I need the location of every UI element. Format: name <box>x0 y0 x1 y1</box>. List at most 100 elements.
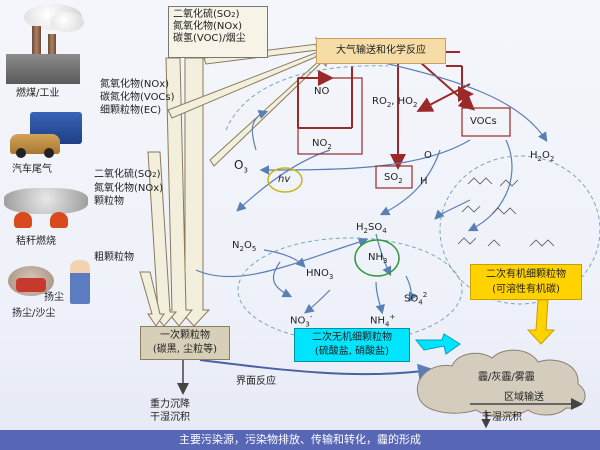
source-label-industry: 燃煤/工业 <box>16 88 60 99</box>
gravity-deposition-label: 重力沉降 干湿沉积 <box>150 398 190 424</box>
gravity-line: 重力沉降 <box>150 399 190 410</box>
fire-icon <box>14 212 32 228</box>
secondary-organic-box: 二次有机细颗粒物 (可溶性有机碳) <box>470 264 582 300</box>
species-text: HNO <box>306 268 329 279</box>
source-label-straw: 秸秆燃烧 <box>16 236 56 247</box>
regional-transport-label: 区域输送 <box>504 392 544 403</box>
inorganic-title: 二次无机细颗粒物 <box>312 332 392 343</box>
species-text: , HO <box>391 96 414 107</box>
species-text: RO <box>372 96 387 107</box>
fire-icon <box>50 212 68 228</box>
industry-emission-box: 二氧化硫(SO2) 氮氧化物(NOx) 碳氢(VOC)/烟尘 <box>168 6 268 58</box>
species-vocs: VOCs <box>470 116 497 127</box>
primary-title: 一次颗粒物 <box>160 330 210 341</box>
person-icon <box>70 260 90 304</box>
species-nh4: NH4+ <box>370 313 396 329</box>
species-text: N <box>232 240 240 251</box>
primary-particles-box: 一次颗粒物 (碳黑, 尘粒等) <box>140 326 230 360</box>
emission-label: 碳氢(VOC)/烟尘 <box>173 33 246 44</box>
interface-arrow <box>199 359 434 380</box>
source-label-dust-sand: 扬尘/沙尘 <box>12 308 56 319</box>
subscript: 2 <box>363 227 368 235</box>
interface-reaction-label: 界面反应 <box>236 376 276 387</box>
emission-arrows <box>139 36 331 327</box>
vehicle-illustration <box>8 108 84 160</box>
building-icon <box>6 54 80 84</box>
straw-emission-label: 二氧化硫(SO2) 氮氧化物(NOx) 颗粒物 <box>94 169 164 207</box>
caption-bar: 主要污染源，污染物排放、传输和转化，霾的形成 <box>0 430 600 450</box>
emission-label: 二氧化硫(SO <box>173 9 232 20</box>
species-hno3: HNO3 <box>306 268 334 281</box>
emission-label: 二氧化硫(SO <box>94 169 153 180</box>
source-label-dust: 扬尘 <box>44 292 64 303</box>
dust-illustration <box>8 260 94 306</box>
chimney-icon <box>32 26 41 78</box>
subscript: 2 <box>239 245 244 253</box>
species-no2: NO2 <box>312 138 332 153</box>
subscript: 2 <box>398 177 403 185</box>
subscript: 2 <box>386 101 392 109</box>
subscript: 2 <box>549 155 555 163</box>
species-no3: NO3- <box>290 313 313 329</box>
species-so4: SO42 <box>404 291 428 307</box>
species-so2: SO2 <box>384 172 403 187</box>
species-text: O <box>234 158 244 172</box>
wheel-icon <box>44 148 54 158</box>
organic-title: 二次有机细颗粒物 <box>486 269 566 280</box>
emission-label: 细颗粒物(EC) <box>100 105 162 116</box>
species-no2-text: NO <box>312 138 328 149</box>
emission-label: 氮氧化物(NOx) <box>94 183 164 194</box>
transport-reaction-box: 大气输送和化学反应 <box>316 38 446 64</box>
species-text: SO <box>384 172 399 183</box>
subscript: 2 <box>231 11 236 19</box>
so2-box <box>375 165 413 189</box>
chemistry-arrows <box>195 61 548 315</box>
species-h2o2: H2O2 <box>530 150 555 163</box>
species-ro2-ho2: RO2, HO2 <box>372 96 418 111</box>
emission-label: 颗粒物 <box>94 196 124 207</box>
vocs-box <box>461 107 511 137</box>
smoke-icon <box>50 12 84 32</box>
emission-label: 氮氧化物(NOx) <box>100 79 170 90</box>
factory-illustration <box>4 4 84 86</box>
inorganic-to-haze-arrow <box>414 333 461 355</box>
photolysis-circle <box>267 167 303 193</box>
primary-subtitle: (碳黑, 尘粒等) <box>152 344 218 355</box>
inorganic-subtitle: (硫酸盐, 硝酸盐) <box>314 346 390 357</box>
species-text: NH <box>370 315 385 327</box>
subscript: 2 <box>152 171 157 179</box>
species-text: H <box>530 150 538 161</box>
haze-label: 霾/灰霾/雾霾 <box>478 372 535 383</box>
species-text: NH <box>368 252 383 263</box>
species-o: O <box>424 150 432 161</box>
species-hv: hv <box>278 174 291 185</box>
organic-to-haze-arrow <box>526 299 556 345</box>
haze-cloud <box>416 349 586 418</box>
subscript: 2 <box>537 155 542 163</box>
emission-label: 碳氮化物(VOCs) <box>100 92 175 103</box>
nh3-circle <box>354 239 400 277</box>
species-text: SO <box>404 293 419 305</box>
secondary-inorganic-box: 二次无机细颗粒物 (硫酸盐, 硝酸盐) <box>294 328 410 362</box>
species-no: NO <box>314 86 330 97</box>
gravity-line: 干湿沉积 <box>150 412 190 423</box>
wet-dry-deposition-label: 干湿沉积 <box>482 412 522 423</box>
species-o3: O3 <box>234 158 248 175</box>
smoke-icon <box>4 188 88 214</box>
no-box <box>297 77 363 155</box>
organic-molecules <box>457 177 555 247</box>
subscript: 2 <box>413 101 418 109</box>
subscript: 2 <box>327 143 332 151</box>
straw-burning-illustration <box>4 188 88 232</box>
organic-subtitle: (可溶性有机碳) <box>492 284 560 295</box>
species-h2so4: H2SO4 <box>356 222 387 235</box>
species-text: NO <box>290 315 306 327</box>
source-label-vehicle: 汽车尾气 <box>12 164 52 175</box>
wheel-icon <box>16 148 26 158</box>
species-text: H <box>356 222 364 233</box>
emission-label: 氮氧化物(NOx) <box>173 21 243 32</box>
species-h: H <box>420 176 428 187</box>
species-n2o5: N2O5 <box>232 240 257 253</box>
species-nh3: NH3 <box>368 252 388 265</box>
